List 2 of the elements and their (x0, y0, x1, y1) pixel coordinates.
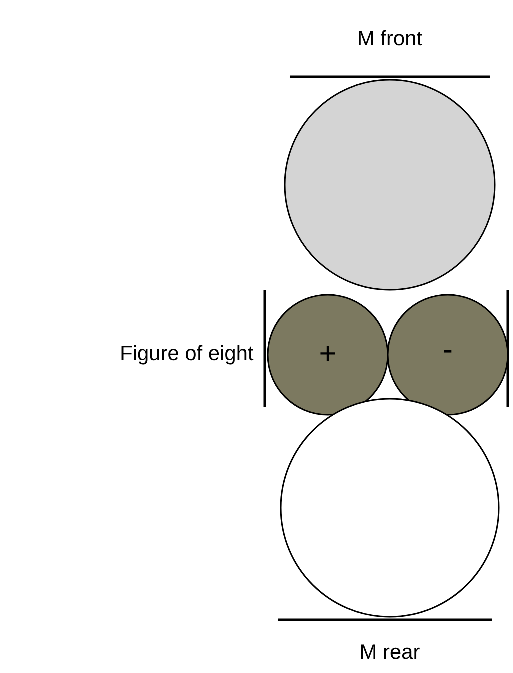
circle (280, 398, 500, 618)
circle (284, 79, 496, 291)
